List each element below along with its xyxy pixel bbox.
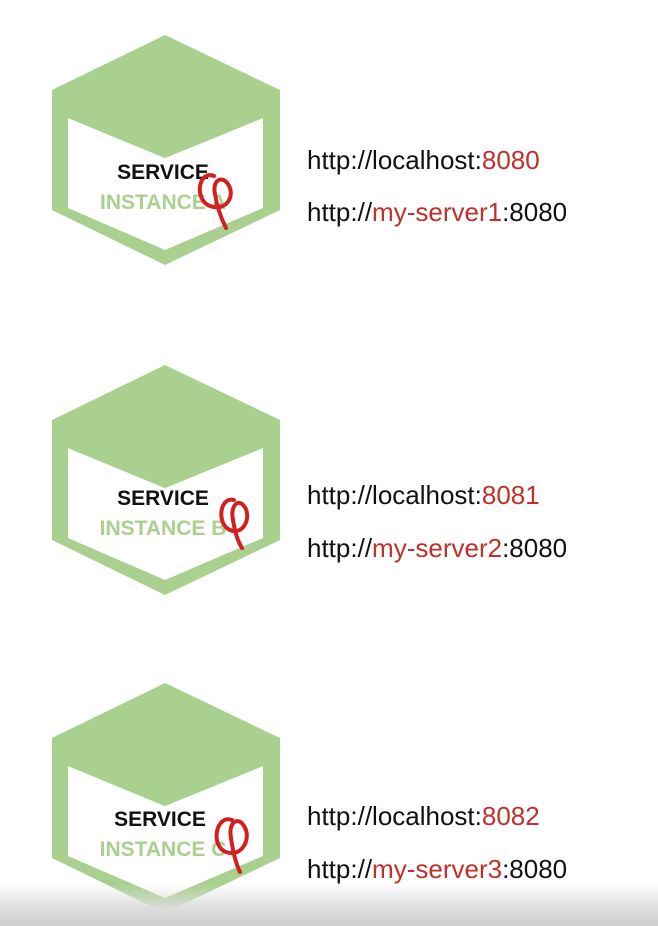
red-annotation-circle xyxy=(219,497,250,550)
instance-label: INSTANCE C xyxy=(100,838,227,861)
url-prefix: http://localhost: xyxy=(307,480,482,510)
url-server-c: http://my-server3:8080 xyxy=(307,856,567,882)
service-title: SERVICE xyxy=(117,161,209,184)
url-prefix: http:// xyxy=(307,533,373,563)
service-instance-b: SERVICE INSTANCE B xyxy=(52,365,280,595)
url-suffix: :8080 xyxy=(502,854,568,884)
video-bottom-gradient xyxy=(0,884,658,926)
service-title: SERVICE xyxy=(117,487,209,510)
instance-label: INSTANCE B xyxy=(100,517,227,540)
url-host-highlight: my-server2 xyxy=(372,533,503,563)
instance-label: INSTANCE A xyxy=(100,191,226,214)
service-instance-c: SERVICE INSTANCE C xyxy=(52,683,280,913)
url-prefix: http://localhost: xyxy=(307,801,482,831)
red-annotation-circle xyxy=(197,173,233,230)
hexagon-top-face xyxy=(68,72,263,158)
url-suffix: :8080 xyxy=(502,197,568,227)
url-prefix: http://localhost: xyxy=(307,145,482,175)
url-port-highlight: 8080 xyxy=(481,145,540,175)
service-title: SERVICE xyxy=(114,808,206,831)
url-localhost-c: http://localhost:8082 xyxy=(307,803,540,829)
red-annotation-circle xyxy=(214,817,249,874)
url-host-highlight: my-server3 xyxy=(372,854,503,884)
url-prefix: http:// xyxy=(307,197,373,227)
url-server-b: http://my-server2:8080 xyxy=(307,535,567,561)
url-suffix: :8080 xyxy=(502,533,568,563)
hexagon-inner-face xyxy=(68,118,263,250)
url-port-highlight: 8081 xyxy=(481,480,540,510)
url-localhost-b: http://localhost:8081 xyxy=(307,482,540,508)
service-instance-a: SERVICE INSTANCE A xyxy=(52,35,280,265)
hexagon-top-face xyxy=(68,402,263,488)
url-host-highlight: my-server1 xyxy=(372,197,503,227)
hexagon-top-face xyxy=(68,720,263,806)
url-localhost-a: http://localhost:8080 xyxy=(307,147,540,173)
url-server-a: http://my-server1:8080 xyxy=(307,199,567,225)
url-port-highlight: 8082 xyxy=(481,801,540,831)
url-prefix: http:// xyxy=(307,854,373,884)
hexagon-inner-face xyxy=(68,766,263,898)
hexagon-inner-face xyxy=(68,448,263,580)
